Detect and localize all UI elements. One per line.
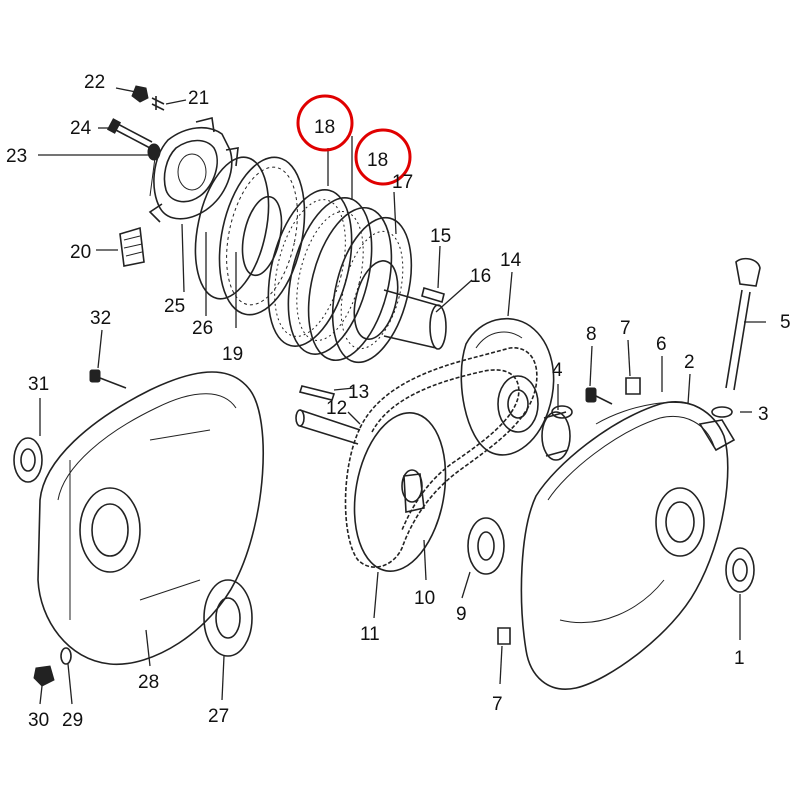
key-part-13 [298,385,336,401]
bolt-part-8 [585,387,613,405]
bearing-part-27 [203,579,253,657]
gasket-part-6 [595,401,701,425]
bolt-part-32 [89,369,127,389]
callout-7-top: 7 [620,318,631,339]
dipstick-part-5 [725,257,761,391]
callout-10: 10 [414,588,435,609]
washer-part-21 [151,96,165,111]
callout-21: 21 [188,88,209,109]
clutch-plate-part-19 [218,156,306,316]
callout-28: 28 [138,672,159,693]
highlight-circles [296,94,412,186]
callout-19: 19 [222,344,243,365]
clutch-hub-part-17 [331,216,413,364]
left-case-part-28 [37,371,265,666]
callout-26: 26 [192,318,213,339]
driven-plate-part-14 [460,317,555,456]
washer-part-29 [60,647,72,665]
callout-12: 12 [326,398,347,419]
callout-11: 11 [360,624,380,645]
callout-7-bottom: 7 [492,694,503,715]
callout-1: 1 [734,648,745,669]
callout-24: 24 [70,118,92,139]
nut-part-22 [131,85,149,103]
callout-14: 14 [500,250,522,271]
callout-18b: 18 [367,150,388,171]
callout-30: 30 [28,710,49,731]
callout-6: 6 [656,334,667,355]
oil-seal-part-1 [725,547,755,593]
callout-13: 13 [348,382,369,403]
callout-15: 15 [430,226,451,247]
callout-25: 25 [164,296,185,317]
bolt-part-24 [106,118,153,149]
block-part-20 [119,226,145,267]
callout-9: 9 [456,604,467,625]
bearing-part-14b [497,375,539,433]
shaft-part-16 [383,289,447,350]
oil-seal-part-31 [13,437,43,483]
bearing-part-9 [467,517,505,575]
callout-3: 3 [758,404,769,425]
highlight-circle-18b [354,128,412,186]
callout-31: 31 [28,374,49,395]
dowel-part-7-top [625,377,641,395]
clutch-disc-stack-part-18 [267,189,393,362]
right-cover-part-2 [520,401,736,690]
callout-17: 17 [392,172,413,193]
callout-27: 27 [208,706,229,727]
clutch-spring-ring-part-26 [194,156,270,300]
callout-8: 8 [586,324,597,345]
seal-part-4 [541,405,573,461]
dowel-part-7-bottom [497,627,511,645]
output-shaft-part-12 [295,409,361,445]
leader-lines [38,87,766,705]
drive-plate-part-23 [148,117,239,223]
callout-labels: 22 21 24 23 20 25 26 19 18 18 17 15 16 1… [6,72,791,731]
callout-2: 2 [684,352,695,373]
callout-22: 22 [84,72,105,93]
callout-5: 5 [780,312,791,333]
drain-bolt-part-30 [33,665,55,687]
callout-29: 29 [62,710,83,731]
callout-18a: 18 [314,117,335,138]
chain-part-10 [344,347,538,568]
washer-part-23-small [147,143,161,161]
highlight-circle-18a [296,94,354,152]
callout-23: 23 [6,146,27,167]
callout-32: 32 [90,308,111,329]
o-ring-part-3 [711,406,733,418]
key-part-15 [421,286,445,304]
sprocket-part-11 [353,412,447,572]
callout-20: 20 [70,242,91,263]
callout-4: 4 [552,360,563,381]
callout-16: 16 [470,266,491,287]
